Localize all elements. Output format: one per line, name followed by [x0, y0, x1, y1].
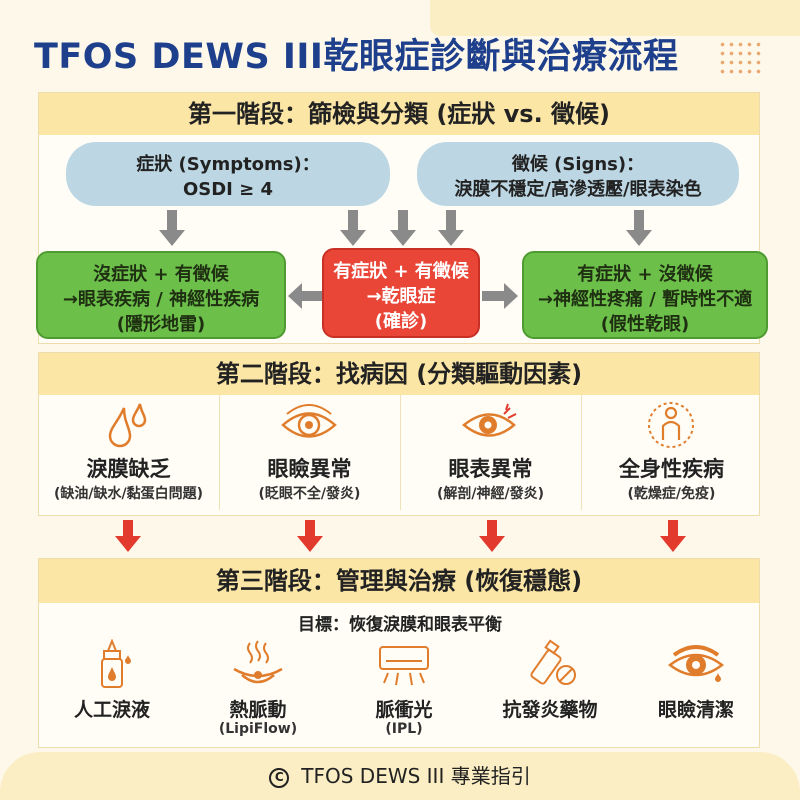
treatment-goal: 目標：恢復淚膜和眼表平衡 [298, 615, 502, 635]
stage3-heading: 第三階段：管理與治療 (恢復穩態) [39, 559, 759, 603]
drops-icon [108, 403, 147, 448]
column-divider [219, 395, 220, 510]
right-box-line3: (假性乾眼) [600, 314, 690, 335]
left-box-line3: (隱形地雷) [116, 314, 206, 335]
irritated-eye-icon [462, 403, 517, 437]
eye-icon [281, 404, 337, 438]
stage3-panel: 第三階段：管理與治療 (恢復穩態) [38, 558, 760, 748]
column-divider [400, 395, 401, 510]
cause-ocular-surface: 眼表異常 (解剖/神經/發炎) [400, 395, 581, 510]
column-divider [581, 395, 582, 510]
symptoms-line2: OSDI ≥ 4 [182, 179, 274, 200]
down-arrow-icon [438, 210, 464, 246]
down-arrow-icon [626, 210, 652, 246]
cause-name: 全身性疾病 [619, 457, 724, 481]
page-title: TFOS DEWS III乾眼症診斷與治療流程 [34, 37, 679, 77]
dry-eye-diagnosis-box: 有症狀 + 有徵候 →乾眼症 (確診) [322, 248, 480, 338]
left-box-line1: 沒症狀 + 有徵候 [93, 264, 229, 285]
center-box-line3: (確診) [374, 311, 428, 332]
stage2-panel: 第二階段：找病因 (分類驅動因素) [38, 352, 760, 516]
treatment-name: 抗發炎藥物 [502, 699, 598, 721]
cause-eyelid-abnormality: 眼瞼異常 (眨眼不全/發炎) [219, 395, 400, 510]
symptom-no-sign-box: 有症狀 + 沒徵候 →神經性疼痛 / 暫時性不適 (假性乾眼) [522, 251, 768, 339]
heat-pulse-icon [233, 640, 283, 684]
treatment-name: 脈衝光 [375, 699, 433, 721]
red-down-arrow-icon [297, 520, 323, 552]
cause-detail: (乾燥症/免疫) [627, 486, 716, 502]
down-arrow-icon [159, 210, 185, 246]
cause-tear-deficiency: 淚膜缺乏 (缺油/缺水/黏蛋白問題) [38, 395, 219, 510]
red-down-arrow-icon [660, 520, 686, 552]
signs-line1: 徵候 (Signs)： [511, 154, 645, 175]
treatment-detail: (LipiFlow) [218, 721, 298, 737]
top-decoration [430, 0, 800, 36]
cause-name: 眼瞼異常 [267, 457, 352, 481]
right-box-line2: →神經性疼痛 / 暫時性不適 [537, 289, 753, 310]
footer: C TFOS DEWS III 專業指引 [0, 760, 800, 789]
left-arrow-icon [288, 283, 322, 309]
body-icon [648, 402, 694, 448]
down-arrow-icon [340, 210, 366, 246]
dot-pattern-decoration [718, 40, 764, 74]
signs-line2: 淚膜不穩定/高滲透壓/眼表染色 [454, 179, 702, 200]
cause-detail: (眨眼不全/發炎) [258, 486, 361, 502]
eyedrop-bottle-icon [101, 639, 131, 688]
symptoms-line1: 症狀 (Symptoms)： [136, 154, 320, 175]
right-box-line1: 有症狀 + 沒徵候 [577, 264, 713, 285]
treatment-lipiflow: 熱脈動 (LipiFlow) [186, 635, 330, 745]
treatment-name: 熱脈動 [229, 699, 287, 721]
stage2-heading: 第二階段：找病因 (分類驅動因素) [39, 353, 759, 395]
left-box-line2: →眼表疾病 / 神經性疾病 [62, 289, 260, 310]
treatment-ipl: 脈衝光 (IPL) [332, 635, 476, 745]
red-down-arrow-icon [479, 520, 505, 552]
eyelid-icon [667, 645, 725, 682]
copyright-icon: C [269, 768, 290, 788]
signs-box: 徵候 (Signs)： 淚膜不穩定/高滲透壓/眼表染色 [417, 142, 739, 206]
symptoms-box: 症狀 (Symptoms)： OSDI ≥ 4 [66, 142, 390, 206]
cause-detail: (缺油/缺水/黏蛋白問題) [53, 486, 204, 502]
right-arrow-icon [482, 283, 518, 309]
center-box-line2: →乾眼症 [366, 286, 436, 307]
treatment-artificial-tears: 人工淚液 [40, 635, 184, 745]
ipl-device-icon [379, 646, 429, 686]
treatment-detail: (IPL) [385, 721, 423, 737]
center-box-line1: 有症狀 + 有徵候 [333, 261, 469, 282]
footer-text: TFOS DEWS III 專業指引 [301, 764, 531, 788]
cause-name: 淚膜缺乏 [86, 457, 171, 481]
cause-name: 眼表異常 [448, 457, 533, 481]
treatment-name: 人工淚液 [73, 699, 150, 721]
red-down-arrow-icon [115, 520, 141, 552]
bottom-decoration [0, 752, 800, 800]
medicine-icon [530, 639, 576, 685]
stage1-heading: 第一階段：篩檢與分類 (症狀 vs. 徵候) [39, 93, 759, 135]
treatment-name: 眼瞼清潔 [657, 699, 734, 721]
down-arrow-icon [390, 210, 416, 246]
treatment-anti-inflammatory: 抗發炎藥物 [478, 635, 622, 745]
cause-detail: (解剖/神經/發炎) [436, 486, 545, 502]
cause-systemic-disease: 全身性疾病 (乾燥症/免疫) [581, 395, 762, 510]
no-symptom-sign-box: 沒症狀 + 有徵候 →眼表疾病 / 神經性疾病 (隱形地雷) [36, 251, 286, 339]
treatment-eyelid-hygiene: 眼瞼清潔 [624, 635, 768, 745]
